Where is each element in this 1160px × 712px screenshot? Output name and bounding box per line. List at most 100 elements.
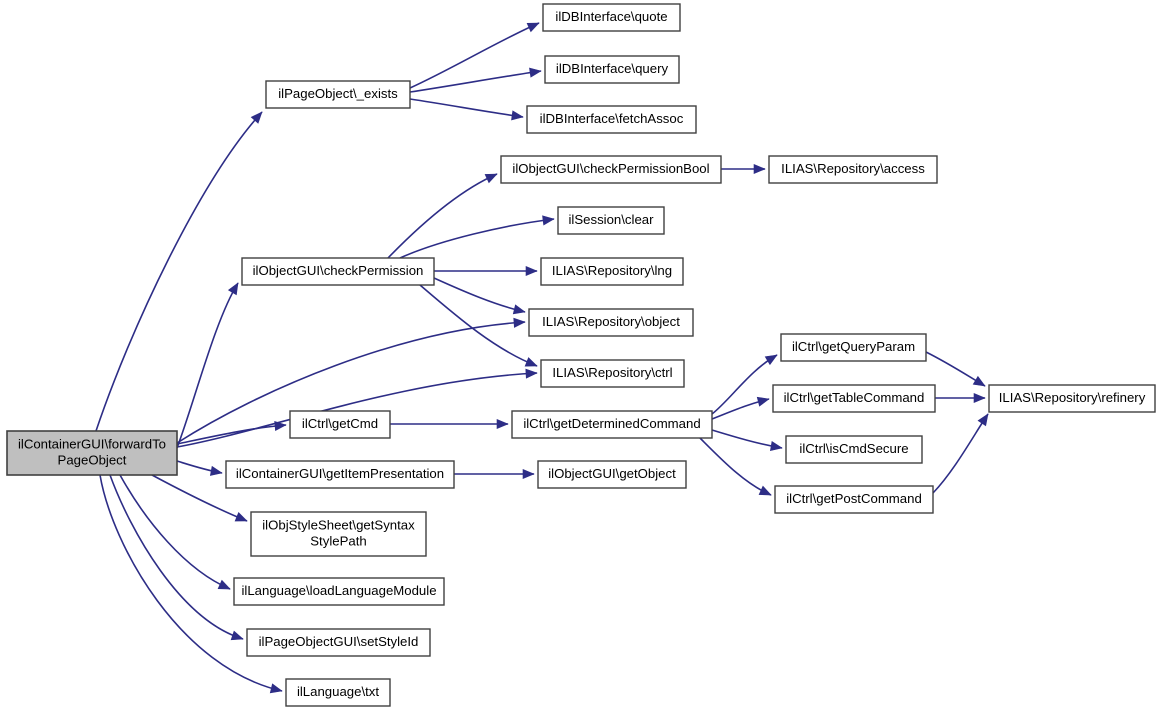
graph-node-getobject[interactable]: ilObjectGUI\getObject bbox=[537, 460, 687, 489]
node-box[interactable] bbox=[250, 511, 427, 557]
node-label: ilCtrl\getQueryParam bbox=[792, 339, 915, 354]
node-box[interactable] bbox=[542, 3, 681, 32]
graph-node-quote[interactable]: ilDBInterface\quote bbox=[542, 3, 681, 32]
call-edge-checkpermission-to-ctrl bbox=[419, 284, 538, 367]
node-box[interactable] bbox=[289, 410, 391, 439]
arrow-head-icon bbox=[525, 265, 538, 277]
node-box[interactable] bbox=[511, 410, 713, 439]
call-edge-root-to-loadlanguagemodule bbox=[119, 474, 231, 590]
call-edge-getpostcommand-to-refinery bbox=[932, 413, 989, 494]
node-label: ilCtrl\isCmdSecure bbox=[799, 441, 908, 456]
call-edge-root-to-getcmd bbox=[176, 424, 287, 445]
node-label: ilObjectGUI\checkPermissionBool bbox=[512, 161, 709, 176]
arrow-head-icon bbox=[522, 468, 535, 480]
node-label: ilDBInterface\query bbox=[556, 61, 669, 76]
node-label: ilPageObjectGUI\setStyleId bbox=[259, 634, 419, 649]
node-box[interactable] bbox=[772, 384, 936, 413]
node-label: ilCtrl\getPostCommand bbox=[786, 491, 922, 506]
graph-node-refinery[interactable]: ILIAS\Repository\refinery bbox=[988, 384, 1156, 413]
node-label: ILIAS\Repository\lng bbox=[552, 263, 672, 278]
node-box[interactable] bbox=[557, 206, 665, 235]
node-box[interactable] bbox=[537, 460, 687, 489]
graph-node-lng[interactable]: ILIAS\Repository\lng bbox=[540, 257, 684, 286]
node-label: ILIAS\Repository\object bbox=[542, 314, 680, 329]
graph-node-getpostcommand[interactable]: ilCtrl\getPostCommand bbox=[774, 485, 934, 514]
node-box[interactable] bbox=[544, 55, 680, 84]
arrow-head-icon bbox=[511, 110, 524, 121]
graph-node-query[interactable]: ilDBInterface\query bbox=[544, 55, 680, 84]
node-box[interactable] bbox=[528, 308, 694, 337]
node-box[interactable] bbox=[785, 435, 923, 464]
call-edge-root-to-exists bbox=[95, 111, 263, 432]
node-box[interactable] bbox=[233, 577, 445, 606]
graph-node-getitempresentation[interactable]: ilContainerGUI\getItemPresentation bbox=[225, 460, 455, 489]
node-box[interactable] bbox=[241, 257, 435, 286]
arrow-head-icon bbox=[753, 163, 766, 175]
call-edge-root-to-setstyleid bbox=[109, 474, 244, 640]
arrow-head-icon bbox=[973, 392, 986, 404]
arrow-head-icon bbox=[234, 512, 248, 522]
arrow-head-icon bbox=[529, 67, 542, 78]
graph-node-sessionclear[interactable]: ilSession\clear bbox=[557, 206, 665, 235]
graph-node-gettablecommand[interactable]: ilCtrl\getTableCommand bbox=[772, 384, 936, 413]
node-label: ilCtrl\getTableCommand bbox=[784, 390, 925, 405]
graph-node-getqueryparam[interactable]: ilCtrl\getQueryParam bbox=[780, 333, 927, 362]
graph-node-checkpermissionbool[interactable]: ilObjectGUI\checkPermissionBool bbox=[500, 155, 722, 184]
arrow-head-icon bbox=[972, 375, 986, 387]
node-box[interactable] bbox=[774, 485, 934, 514]
arrow-head-icon bbox=[525, 368, 538, 379]
arrow-head-icon bbox=[524, 357, 538, 367]
node-box[interactable] bbox=[265, 80, 411, 109]
node-label: ilObjectGUI\getObject bbox=[548, 466, 676, 481]
node-box[interactable] bbox=[500, 155, 722, 184]
graph-node-fetchassoc[interactable]: ilDBInterface\fetchAssoc bbox=[526, 105, 697, 134]
call-edge-checkpermission-to-object bbox=[433, 277, 526, 313]
edges-layer bbox=[95, 22, 989, 694]
graph-node-checkpermission[interactable]: ilObjectGUI\checkPermission bbox=[241, 257, 435, 286]
node-label: ilContainerGUI\getItemPresentation bbox=[236, 466, 444, 481]
arrow-head-icon bbox=[217, 579, 231, 590]
node-box-root[interactable] bbox=[6, 430, 178, 476]
node-label: ilLanguage\loadLanguageModule bbox=[241, 583, 436, 598]
node-box[interactable] bbox=[988, 384, 1156, 413]
graph-node-txt[interactable]: ilLanguage\txt bbox=[285, 678, 391, 707]
node-label: ilDBInterface\fetchAssoc bbox=[540, 111, 684, 126]
graph-node-access[interactable]: ILIAS\Repository\access bbox=[768, 155, 938, 184]
graph-node-setstyleid[interactable]: ilPageObjectGUI\setStyleId bbox=[246, 628, 431, 657]
node-label: StylePath bbox=[310, 533, 366, 548]
node-box[interactable] bbox=[768, 155, 938, 184]
node-label: ilLanguage\txt bbox=[297, 684, 379, 699]
graph-node-getcmd[interactable]: ilCtrl\getCmd bbox=[289, 410, 391, 439]
node-box[interactable] bbox=[246, 628, 431, 657]
graph-node-loadlanguagemodule[interactable]: ilLanguage\loadLanguageModule bbox=[233, 577, 445, 606]
arrow-head-icon bbox=[269, 683, 283, 694]
node-box[interactable] bbox=[285, 678, 391, 707]
arrow-head-icon bbox=[512, 304, 526, 315]
arrow-head-icon bbox=[227, 282, 239, 296]
node-label: ilCtrl\getCmd bbox=[302, 416, 378, 431]
node-box[interactable] bbox=[526, 105, 697, 134]
arrow-head-icon bbox=[756, 396, 770, 407]
call-edge-getdetermined-to-getpostcommand bbox=[699, 437, 772, 496]
call-edge-root-to-object bbox=[176, 321, 526, 444]
node-box[interactable] bbox=[540, 359, 685, 388]
node-box[interactable] bbox=[225, 460, 455, 489]
node-box[interactable] bbox=[780, 333, 927, 362]
call-edge-root-to-ctrl bbox=[176, 372, 538, 448]
node-box[interactable] bbox=[540, 257, 684, 286]
graph-node-iscmdsecure[interactable]: ilCtrl\isCmdSecure bbox=[785, 435, 923, 464]
graph-node-object[interactable]: ILIAS\Repository\object bbox=[528, 308, 694, 337]
call-edge-checkpermission-to-checkpermissionbool bbox=[387, 173, 498, 259]
arrow-head-icon bbox=[758, 485, 772, 496]
graph-node-getdetermined[interactable]: ilCtrl\getDeterminedCommand bbox=[511, 410, 713, 439]
node-label: ilObjStyleSheet\getSyntax bbox=[262, 517, 415, 532]
graph-node-exists[interactable]: ilPageObject\_exists bbox=[265, 80, 411, 109]
call-edge-checkpermission-to-sessionclear bbox=[399, 218, 555, 259]
graph-node-ctrl[interactable]: ILIAS\Repository\ctrl bbox=[540, 359, 685, 388]
node-label: ILIAS\Repository\refinery bbox=[999, 390, 1146, 405]
arrow-head-icon bbox=[977, 413, 989, 427]
